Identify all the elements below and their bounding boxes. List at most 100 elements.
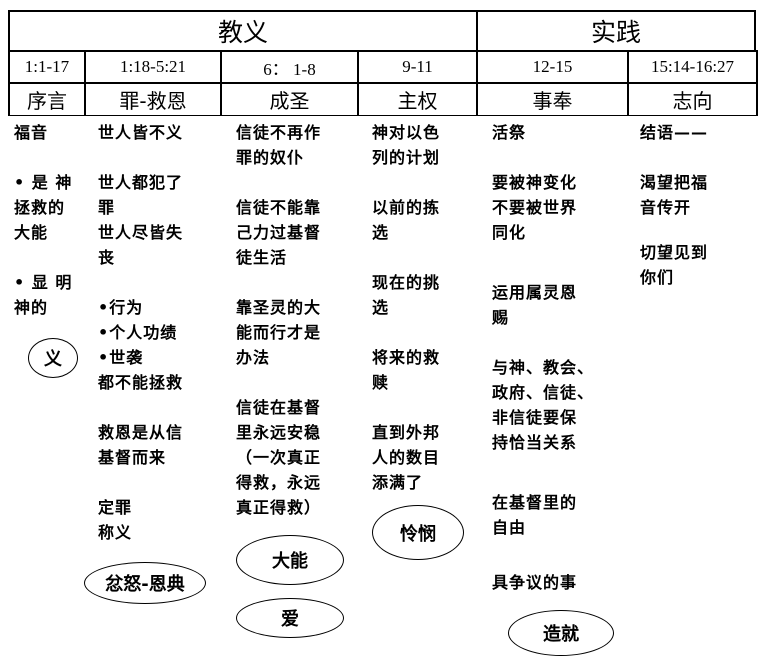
text-line: 大能 bbox=[14, 223, 49, 242]
text-line: 与神、教会、 bbox=[492, 358, 595, 377]
text-line: 罪的奴仆 bbox=[236, 148, 305, 167]
text-block: • 显 明神的 bbox=[14, 270, 72, 320]
theme-ellipse: 大能 bbox=[236, 535, 344, 585]
text-block: 定罪称义 bbox=[98, 495, 132, 545]
heading-label: 成圣 bbox=[269, 89, 310, 113]
text-line: 神的 bbox=[14, 298, 49, 317]
reference-cell: 1:1-17 bbox=[8, 50, 86, 84]
text-line: 人的数目 bbox=[372, 448, 441, 467]
text-line: 拯救的 bbox=[14, 198, 66, 217]
text-line: 非信徒要保 bbox=[492, 408, 578, 427]
text-line: 世人都犯了 bbox=[98, 173, 184, 192]
section-label: 实践 bbox=[590, 18, 641, 47]
text-line: 直到外邦 bbox=[372, 423, 441, 442]
text-line: 音传开 bbox=[640, 198, 692, 217]
theme-ellipse: 忿怒-恩典 bbox=[84, 562, 206, 604]
text-line: 赐 bbox=[492, 308, 510, 327]
text-block: •行为 •个人功绩 •世袭都不能拯救 bbox=[98, 295, 183, 395]
text-block: 要被神变化不要被世界同化 bbox=[492, 170, 577, 245]
text-line: 信徒不能靠 bbox=[236, 198, 322, 217]
heading-cell: 志向 bbox=[627, 82, 758, 116]
text-block: 靠圣灵的大能而行才是办法 bbox=[236, 295, 321, 370]
text-block: 世人都犯了罪世人尽皆失丧 bbox=[98, 170, 183, 270]
section-label: 教义 bbox=[217, 18, 268, 47]
text-line: 赎 bbox=[372, 373, 390, 392]
text-line: 徒生活 bbox=[236, 248, 288, 267]
section-practice: 实践 bbox=[476, 10, 756, 52]
text-block: 直到外邦人的数目添满了 bbox=[372, 420, 440, 495]
text-block: 信徒不再作罪的奴仆 bbox=[236, 120, 321, 170]
text-line: 办法 bbox=[236, 348, 271, 367]
text-line: 信徒在基督 bbox=[236, 398, 322, 417]
theme-ellipse: 怜悯 bbox=[372, 505, 464, 560]
text-block: 信徒不能靠己力过基督徒生活 bbox=[236, 195, 321, 270]
text-line: •个人功绩 bbox=[98, 323, 178, 342]
theme-ellipse: 爱 bbox=[236, 598, 344, 638]
text-line: 信徒不再作 bbox=[236, 123, 322, 142]
text-line: 得救，永远 bbox=[236, 473, 322, 492]
text-line: 持恰当关系 bbox=[492, 433, 578, 452]
text-block: 信徒在基督里永远安稳 （一次真正得救，永远真正得救） bbox=[236, 395, 321, 520]
text-line: 在基督里的 bbox=[492, 493, 578, 512]
text-block: 切望见到你们 bbox=[640, 240, 708, 290]
heading-cell: 罪-救恩 bbox=[84, 82, 222, 116]
text-block: 世人皆不义 bbox=[98, 120, 183, 145]
text-line: 你们 bbox=[640, 268, 675, 287]
text-block: 与神、教会、政府、信徒、非信徒要保持恰当关系 bbox=[492, 355, 594, 455]
text-line: •世袭 bbox=[98, 348, 144, 367]
reference-cell: 1:18-5:21 bbox=[84, 50, 222, 84]
text-line: 运用属灵恩 bbox=[492, 283, 578, 302]
text-line: 政府、信徒、 bbox=[492, 383, 595, 402]
text-line: 结语—— bbox=[640, 123, 709, 142]
text-line: 将来的救 bbox=[372, 348, 441, 367]
text-line: • 是 神 bbox=[14, 173, 73, 192]
text-line: 里永远安稳 bbox=[236, 423, 322, 442]
heading-label: 主权 bbox=[397, 89, 438, 113]
text-block: 将来的救赎 bbox=[372, 345, 440, 395]
text-line: 罪 bbox=[98, 198, 116, 217]
text-line: 称义 bbox=[98, 523, 133, 542]
text-line: 列的计划 bbox=[372, 148, 441, 167]
text-block: 救恩是从信基督而来 bbox=[98, 420, 183, 470]
reference-label: 6： 1-8 bbox=[263, 59, 316, 79]
text-line: 世人皆不义 bbox=[98, 123, 184, 142]
heading-cell: 事奉 bbox=[476, 82, 629, 116]
text-block: 具争议的事 bbox=[492, 570, 577, 595]
text-line: 以前的拣 bbox=[372, 198, 441, 217]
text-line: 神对以色 bbox=[372, 123, 441, 142]
text-line: 现在的挑 bbox=[372, 273, 441, 292]
section-doctrine: 教义 bbox=[8, 10, 478, 52]
text-line: （一次真正 bbox=[236, 448, 322, 467]
text-line: 切望见到 bbox=[640, 243, 709, 262]
text-line: 活祭 bbox=[492, 123, 527, 142]
text-line: • 显 明 bbox=[14, 273, 73, 292]
text-line: 不要被世界 bbox=[492, 198, 578, 217]
text-line: 选 bbox=[372, 298, 390, 317]
text-line: •行为 bbox=[98, 298, 144, 317]
heading-label: 志向 bbox=[672, 89, 713, 113]
text-line: 丧 bbox=[98, 248, 116, 267]
reference-cell: 12-15 bbox=[476, 50, 629, 84]
text-line: 同化 bbox=[492, 223, 527, 242]
text-line: 己力过基督 bbox=[236, 223, 322, 242]
reference-label: 12-15 bbox=[532, 57, 573, 76]
reference-cell: 6： 1-8 bbox=[220, 50, 359, 84]
text-line: 自由 bbox=[492, 518, 527, 537]
text-line: 添满了 bbox=[372, 473, 424, 492]
text-block: 运用属灵恩赐 bbox=[492, 280, 577, 330]
text-line: 靠圣灵的大 bbox=[236, 298, 322, 317]
heading-cell: 序言 bbox=[8, 82, 86, 116]
heading-label: 罪-救恩 bbox=[119, 89, 187, 113]
text-line: 都不能拯救 bbox=[98, 373, 184, 392]
text-line: 具争议的事 bbox=[492, 573, 578, 592]
text-line: 选 bbox=[372, 223, 390, 242]
text-block: 神对以色列的计划 bbox=[372, 120, 440, 170]
text-block: 福音 bbox=[14, 120, 48, 145]
reference-label: 1:1-17 bbox=[24, 57, 70, 76]
text-block: 以前的拣选 bbox=[372, 195, 440, 245]
reference-label: 1:18-5:21 bbox=[119, 57, 187, 76]
text-line: 救恩是从信 bbox=[98, 423, 184, 442]
text-block: 现在的挑选 bbox=[372, 270, 440, 320]
text-line: 真正得救） bbox=[236, 498, 322, 517]
reference-cell: 9-11 bbox=[357, 50, 478, 84]
